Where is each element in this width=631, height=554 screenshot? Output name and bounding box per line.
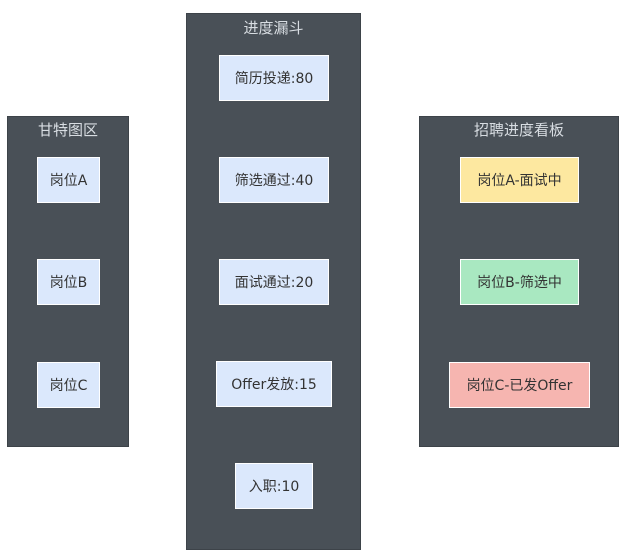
gantt-item-a[interactable]: 岗位A <box>37 157 100 203</box>
kanban-card-b[interactable]: 岗位B-筛选中 <box>460 259 579 305</box>
gantt-panel: 甘特图区 岗位A 岗位B 岗位C <box>7 116 129 447</box>
gantt-item-c[interactable]: 岗位C <box>37 362 100 408</box>
gantt-item-b[interactable]: 岗位B <box>37 259 100 305</box>
gantt-panel-title: 甘特图区 <box>37 121 98 139</box>
kanban-panel-title: 招聘进度看板 <box>473 121 564 139</box>
funnel-panel-title: 进度漏斗 <box>243 19 304 37</box>
funnel-stage-interview[interactable]: 面试通过:20 <box>219 259 329 305</box>
kanban-panel: 招聘进度看板 岗位A-面试中 岗位B-筛选中 岗位C-已发Offer <box>419 116 619 447</box>
kanban-card-a[interactable]: 岗位A-面试中 <box>460 157 579 203</box>
funnel-panel: 进度漏斗 简历投递:80 筛选通过:40 面试通过:20 Offer发放:15 … <box>186 13 361 550</box>
kanban-card-c[interactable]: 岗位C-已发Offer <box>449 362 590 408</box>
funnel-stage-screen[interactable]: 筛选通过:40 <box>219 157 329 203</box>
funnel-stage-resume[interactable]: 简历投递:80 <box>219 55 329 101</box>
funnel-stage-onboard[interactable]: 入职:10 <box>235 463 313 509</box>
funnel-stage-offer[interactable]: Offer发放:15 <box>216 361 332 407</box>
